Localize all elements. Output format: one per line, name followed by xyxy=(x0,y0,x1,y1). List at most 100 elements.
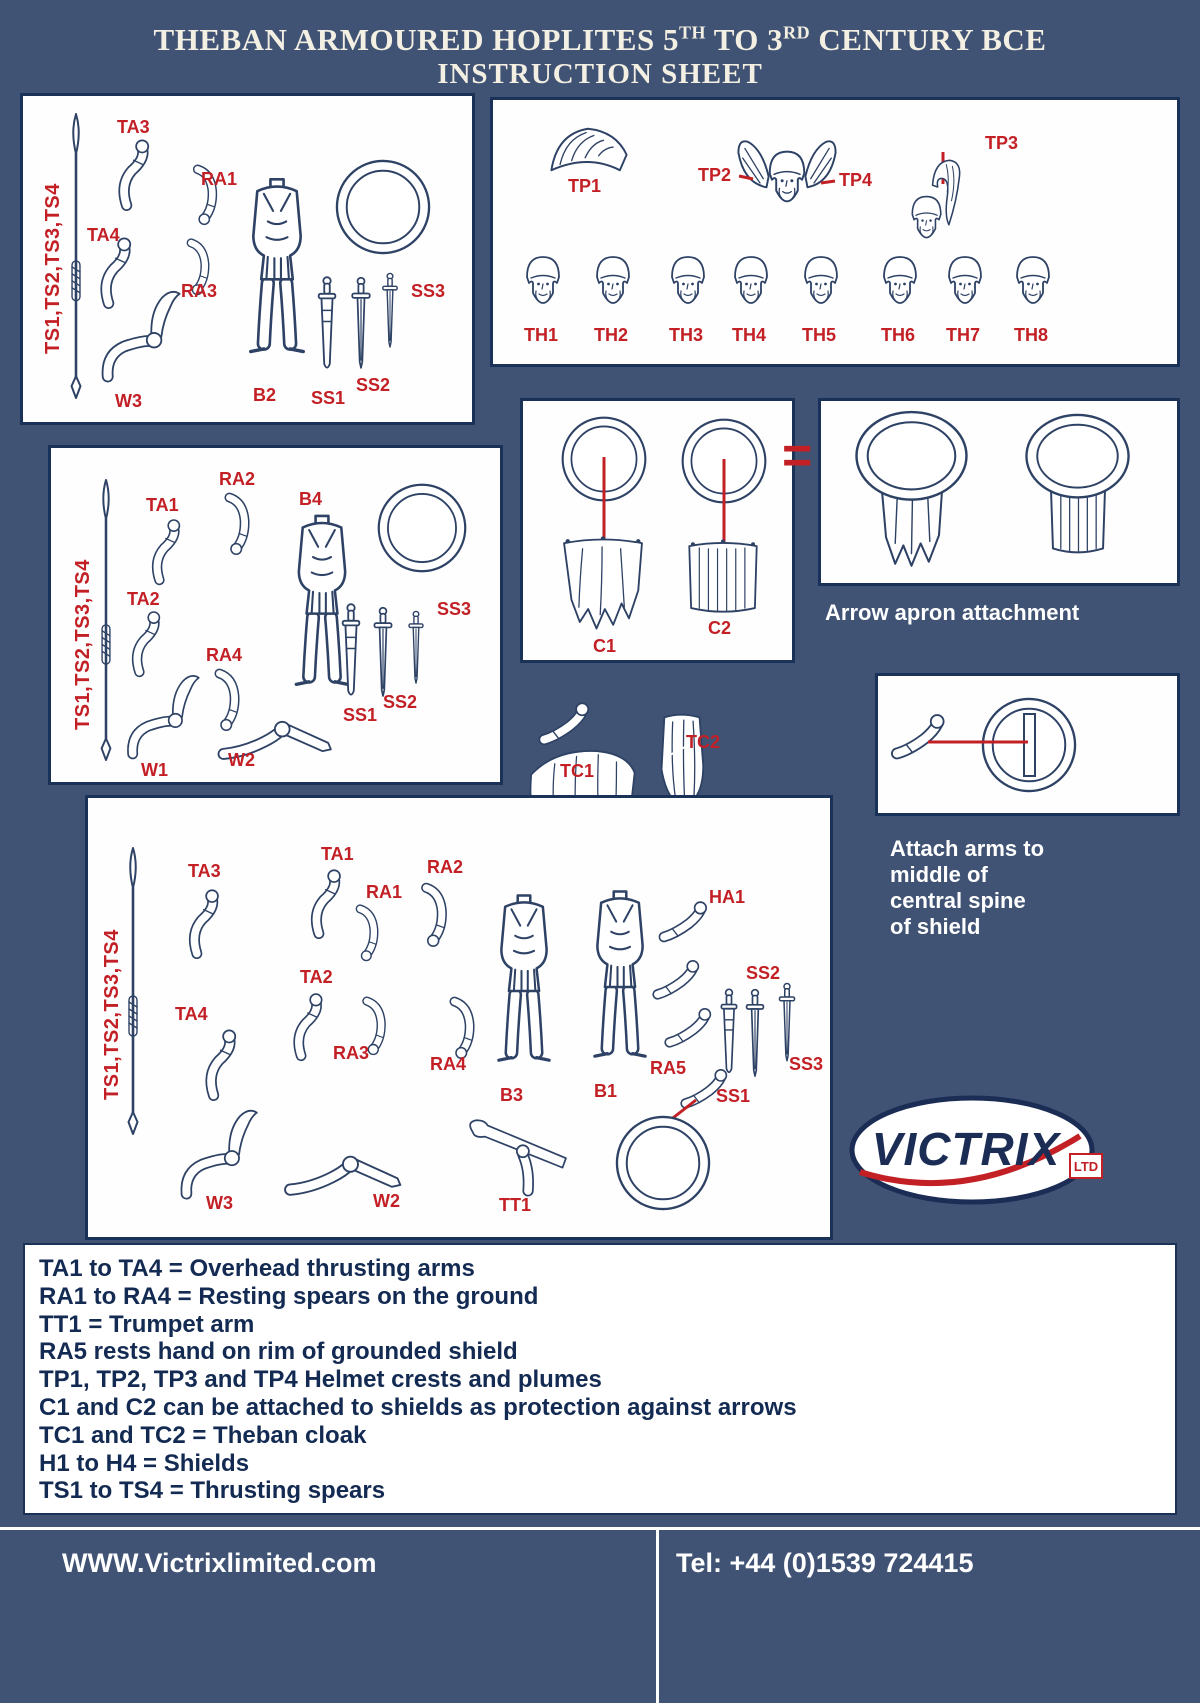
label-ss3: SS3 xyxy=(789,1054,824,1074)
label-ra2: RA2 xyxy=(427,857,464,877)
ra3-arm-drawing xyxy=(367,1001,383,1054)
label-th1: TH1 xyxy=(524,325,559,345)
th8-head-drawing xyxy=(1016,256,1050,304)
b2-body-drawing xyxy=(251,179,304,351)
label-w3: W3 xyxy=(206,1193,233,1213)
tp2-pointer-line xyxy=(738,174,754,181)
ss1-scabbard-drawing xyxy=(720,988,738,1074)
label-ss2: SS2 xyxy=(383,692,418,712)
footer-website: WWW.Victrixlimited.com xyxy=(62,1548,377,1578)
legend-line: RA5 rests hand on rim of grounded shield xyxy=(39,1338,518,1366)
b1-body-drawing xyxy=(595,891,645,1056)
parts-panel-apron-attached xyxy=(818,398,1180,586)
arm-piece-drawing xyxy=(670,1009,711,1043)
ra1-arm-drawing xyxy=(360,909,375,961)
label-ta2: TA2 xyxy=(127,589,160,609)
ss1-scabbard-drawing xyxy=(317,276,337,369)
ra2-arm-drawing xyxy=(426,888,443,946)
legend-line: TS1 to TS4 = Thrusting spears xyxy=(39,1477,386,1505)
logo-brand-text: VICTRIX xyxy=(872,1123,1062,1175)
label-ta3: TA3 xyxy=(117,117,150,137)
tp2-tp4-plumed-head-drawing xyxy=(738,141,835,201)
ta1-arm-drawing xyxy=(316,870,340,933)
label-th5: TH5 xyxy=(802,325,837,345)
ta2-arm-drawing xyxy=(137,612,159,672)
victrix-logo: VICTRIX LTD xyxy=(849,1095,1103,1205)
logo-ltd-box xyxy=(1069,1153,1103,1179)
b4-body-drawing xyxy=(296,516,347,684)
parts-panel-body-b2: TS1,TS2,TS3,TS4 TA3 RA1 TA4 RA3 W3 B2 SS… xyxy=(20,93,475,425)
label-w2: W2 xyxy=(373,1191,400,1211)
panel3-artwork xyxy=(100,478,467,762)
ha1-arm-drawing xyxy=(664,902,706,937)
label-tp2: TP2 xyxy=(698,165,732,185)
panel1-artwork xyxy=(70,112,431,400)
arm-attach-caption: Attach arms to middle of central spine o… xyxy=(890,836,1045,939)
arm-piece-drawing xyxy=(897,715,944,753)
label-th2: TH2 xyxy=(594,325,629,345)
label-ta1: TA1 xyxy=(321,844,354,864)
ss2-sword-drawing xyxy=(745,988,765,1077)
ta1-arm-drawing xyxy=(157,520,179,580)
c1-apron-drawing xyxy=(563,535,643,630)
w3-sword-arm-drawing xyxy=(108,292,180,377)
logo-swoosh xyxy=(859,1133,1082,1187)
ta3-arm-drawing xyxy=(194,890,218,953)
label-b3: B3 xyxy=(500,1085,524,1105)
thrusting-spear-drawing xyxy=(100,478,112,762)
legend-line: RA1 to RA4 = Resting spears on the groun… xyxy=(39,1282,539,1310)
ss2-sword-drawing xyxy=(373,606,393,697)
label-th6: TH6 xyxy=(881,325,916,345)
parts-panel-body-b4: TS1,TS2,TS3,TS4 RA2 TA1 B4 TA2 RA4 SS3 S… xyxy=(48,445,503,785)
label-tp4: TP4 xyxy=(839,170,873,190)
footer-phone: Tel: +44 (0)1539 724415 xyxy=(676,1548,974,1578)
legend-line: TC1 and TC2 = Theban cloak xyxy=(39,1421,367,1449)
w1-sword-arm-drawing xyxy=(133,676,199,754)
th3-head-drawing xyxy=(671,256,705,304)
cloaks-artwork xyxy=(529,690,705,854)
tp3-helmet-plume-drawing xyxy=(912,160,959,237)
label-ss3: SS3 xyxy=(437,599,472,619)
label-ra4: RA4 xyxy=(430,1054,467,1074)
label-tt1: TT1 xyxy=(499,1195,532,1215)
ss2-arm-piece-drawing xyxy=(658,961,699,995)
title-part: THEBAN ARMOURED HOPLITES 5 xyxy=(153,22,679,57)
ta4-arm-drawing xyxy=(106,238,130,303)
tc2-cloak-drawing xyxy=(660,713,705,808)
legend-line: H1 to H4 = Shields xyxy=(39,1449,250,1477)
th7-head-drawing xyxy=(948,256,982,304)
label-ss2: SS2 xyxy=(356,375,391,395)
ss3-sword-drawing xyxy=(778,982,796,1062)
label-th8: TH8 xyxy=(1014,325,1049,345)
parts-panel-bodies-b1-b3: TS1,TS2,TS3,TS4 TA3 TA1 RA1 RA2 HA1 TA2 … xyxy=(85,795,833,1240)
label-ss2: SS2 xyxy=(746,963,781,983)
equals-connector: = xyxy=(782,427,813,485)
label-tp1: TP1 xyxy=(568,176,602,196)
parts-panel-heads: TP1 TP2 TP4 TP3 TH1 TH2 TH3 TH4 TH5 TH6 … xyxy=(490,97,1180,367)
label-b4: B4 xyxy=(299,489,323,509)
title-part: TO 3 xyxy=(706,22,784,57)
label-th3: TH3 xyxy=(669,325,704,345)
label-ra1: RA1 xyxy=(366,882,403,902)
label-w1: W1 xyxy=(141,760,168,780)
label-ra3: RA3 xyxy=(333,1043,370,1063)
label-ra1: RA1 xyxy=(201,169,238,189)
label-ts-spears: TS1,TS2,TS3,TS4 xyxy=(101,929,123,1100)
title-part: CENTURY BCE xyxy=(810,22,1047,57)
grounded-shield-drawing xyxy=(615,1115,711,1211)
label-ha1: HA1 xyxy=(709,887,746,907)
b3-body-drawing xyxy=(499,895,549,1060)
label-ra2: RA2 xyxy=(219,469,256,489)
title-superscript: TH xyxy=(678,22,706,43)
label-ta1: TA1 xyxy=(146,495,179,515)
legend-panel: TA1 to TA4 = Overhead thrusting arms RA1… xyxy=(23,1243,1177,1515)
w3-sword-arm-drawing xyxy=(186,1111,257,1194)
parts-panel-arm-shield xyxy=(875,673,1180,816)
legend-line: TP1, TP2, TP3 and TP4 Helmet crests and … xyxy=(39,1366,602,1394)
label-tc2: TC2 xyxy=(686,732,721,752)
label-ra4: RA4 xyxy=(206,645,243,665)
ss2-sword-drawing xyxy=(351,276,371,369)
label-ss1: SS1 xyxy=(311,388,346,408)
panel4-artwork xyxy=(561,416,767,630)
